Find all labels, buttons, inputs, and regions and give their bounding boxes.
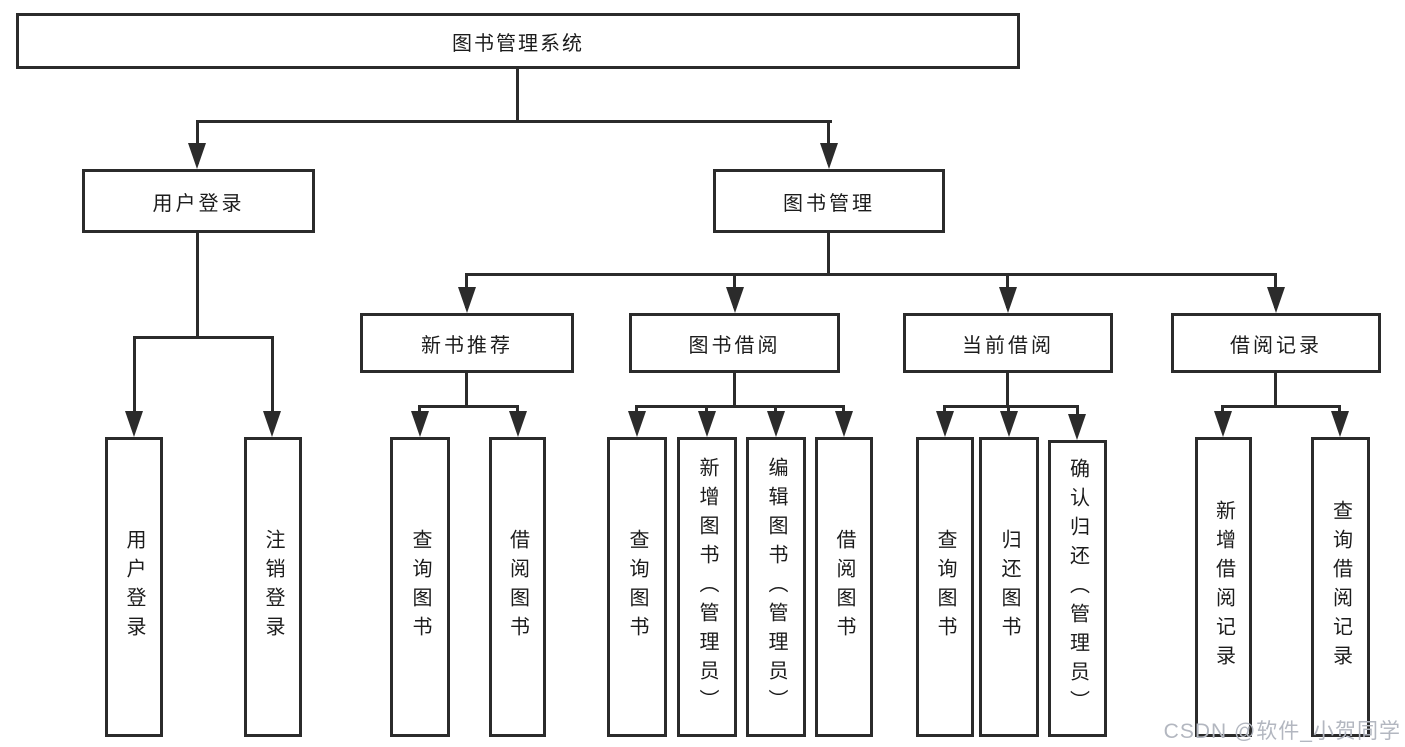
node-user-login: 用户登录 [82, 169, 315, 233]
arrow-down-icon [1331, 411, 1349, 437]
arrow-down-icon [263, 411, 281, 437]
leaf-borrow-books-recommend: 借阅图书 [489, 437, 546, 737]
node-new-book-recommend: 新书推荐 [360, 313, 574, 373]
connector-line [516, 69, 519, 120]
arrow-down-icon [1068, 414, 1086, 440]
connector-line [944, 405, 1078, 408]
leaf-label: 新增图书（管理员） [696, 456, 718, 718]
arrow-down-icon [1267, 287, 1285, 313]
connector-line [733, 373, 736, 405]
leaf-label: 新增借阅记录 [1212, 500, 1235, 674]
connector-line [418, 405, 519, 408]
leaf-query-borrow-record: 查询借阅记录 [1311, 437, 1370, 737]
connector-line [466, 273, 1277, 276]
leaf-label: 查询图书 [626, 529, 648, 645]
arrow-down-icon [458, 287, 476, 313]
arrow-down-icon [698, 411, 716, 437]
arrow-down-icon [411, 411, 429, 437]
arrow-down-icon [125, 411, 143, 437]
leaf-label: 编辑图书（管理员） [765, 456, 787, 718]
node-library-management-system: 图书管理系统 [16, 13, 1020, 69]
connector-line [1274, 373, 1277, 405]
leaf-logout: 注销登录 [244, 437, 302, 737]
connector-line [1006, 373, 1009, 405]
leaf-label: 确认归还（管理员） [1066, 458, 1089, 719]
node-borrowing-records: 借阅记录 [1171, 313, 1381, 373]
arrow-down-icon [509, 411, 527, 437]
leaf-label: 借阅图书 [506, 529, 529, 645]
leaf-borrow-books-borrowing: 借阅图书 [815, 437, 873, 737]
connector-line [133, 336, 273, 339]
leaf-query-books-current: 查询图书 [916, 437, 974, 737]
arrow-down-icon [820, 143, 838, 169]
arrow-down-icon [999, 287, 1017, 313]
connector-line [827, 120, 830, 164]
node-current-borrowing: 当前借阅 [903, 313, 1113, 373]
leaf-edit-book-admin: 编辑图书（管理员） [746, 437, 806, 737]
arrow-down-icon [1214, 411, 1232, 437]
arrow-down-icon [628, 411, 646, 437]
leaf-label: 查询图书 [409, 529, 431, 645]
arrow-down-icon [936, 411, 954, 437]
connector-line [196, 120, 199, 164]
connector-line [196, 233, 199, 336]
node-book-management: 图书管理 [713, 169, 945, 233]
connector-line [271, 336, 274, 431]
leaf-label: 用户登录 [123, 529, 145, 645]
leaf-confirm-return-admin: 确认归还（管理员） [1048, 440, 1107, 737]
leaf-user-login: 用户登录 [105, 437, 163, 737]
leaf-label: 归还图书 [998, 529, 1020, 645]
arrow-down-icon [726, 287, 744, 313]
leaf-query-books-recommend: 查询图书 [390, 437, 450, 737]
leaf-add-borrow-record: 新增借阅记录 [1195, 437, 1252, 737]
connector-line [1222, 405, 1341, 408]
connector-line [133, 336, 136, 431]
connector-line [827, 233, 830, 273]
arrow-down-icon [188, 143, 206, 169]
connector-line [465, 373, 468, 405]
leaf-label: 查询图书 [934, 529, 956, 645]
node-book-borrowing: 图书借阅 [629, 313, 840, 373]
leaf-add-book-admin: 新增图书（管理员） [677, 437, 737, 737]
arrow-down-icon [1000, 411, 1018, 437]
leaf-label: 查询借阅记录 [1329, 500, 1352, 674]
watermark: CSDN @软件_小贺同学 [1163, 720, 1401, 743]
connector-line [196, 120, 832, 123]
arrow-down-icon [767, 411, 785, 437]
leaf-query-books-borrowing: 查询图书 [607, 437, 667, 737]
leaf-return-books: 归还图书 [979, 437, 1039, 737]
connector-line [636, 405, 845, 408]
leaf-label: 借阅图书 [833, 529, 855, 645]
leaf-label: 注销登录 [262, 529, 284, 645]
arrow-down-icon [835, 411, 853, 437]
